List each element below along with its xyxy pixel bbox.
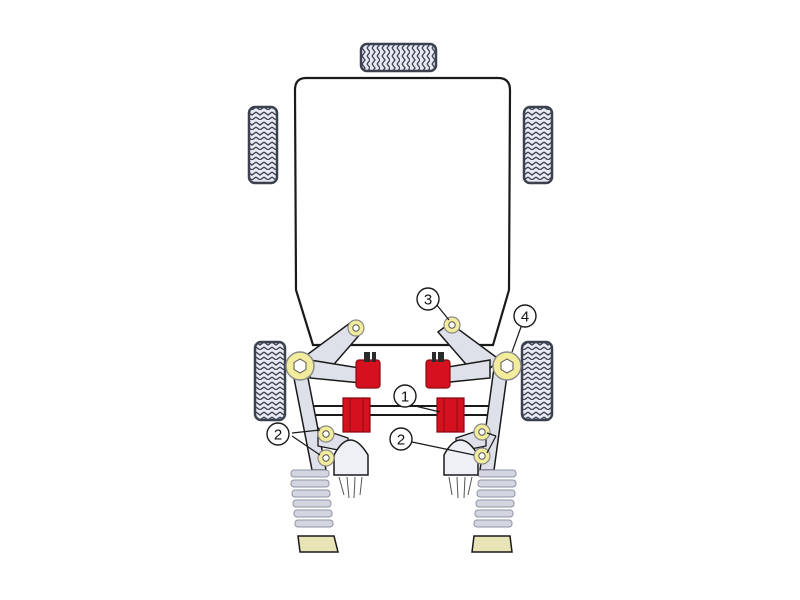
body-outline: [293, 76, 512, 347]
spring-left: [290, 469, 339, 553]
spring-icon: [290, 469, 334, 528]
hub-icon: [333, 439, 369, 476]
tyre-icon: [247, 105, 279, 185]
tyre-front-right: [522, 105, 554, 185]
washer-strut-left: [285, 351, 315, 381]
callout-3: 3: [416, 287, 440, 311]
callout-label: 3: [424, 292, 432, 309]
bush-icon: [436, 397, 465, 433]
bush-icon: [425, 359, 451, 389]
callout-2-left: 2: [266, 422, 290, 446]
bush-subframe-right: [436, 397, 465, 433]
tyre-icon: [253, 340, 287, 422]
washer-top-left: [347, 319, 365, 337]
spring-perch-right: [471, 535, 513, 553]
bush-upper-left: [355, 352, 381, 389]
tyre-icon: [520, 340, 554, 422]
spring-icon: [473, 469, 517, 528]
washer-lower-left-b: [317, 449, 335, 467]
spring-right: [471, 469, 517, 553]
bush-upper-right: [425, 352, 451, 389]
tyre-top: [359, 42, 438, 73]
callout-label: 2: [274, 427, 282, 444]
bush-icon: [355, 359, 381, 389]
callout-4: 4: [513, 304, 537, 328]
callout-label: 1: [401, 389, 409, 406]
washer-lower-right-a: [473, 423, 491, 441]
washer-strut-right: [492, 351, 522, 381]
tyre-icon: [359, 42, 438, 73]
spring-perch-left: [297, 535, 339, 553]
tyre-front-left: [247, 105, 279, 185]
callout-1: 1: [393, 384, 417, 408]
callout-label: 4: [521, 309, 529, 326]
tyre-icon: [522, 105, 554, 185]
washer-lower-right-b: [473, 447, 491, 465]
hub-left: [333, 439, 369, 499]
tyre-rear-right: [520, 340, 554, 422]
washer-top-right: [443, 316, 461, 334]
leader-lines: [291, 303, 522, 456]
washer-lower-left-a: [317, 425, 335, 443]
bush-icon: [342, 397, 371, 433]
tyre-rear-left: [253, 340, 287, 422]
hub-right: [443, 439, 479, 499]
bush-subframe-left: [342, 397, 371, 433]
callout-label: 2: [397, 432, 405, 449]
callout-2-right: 2: [389, 427, 413, 451]
